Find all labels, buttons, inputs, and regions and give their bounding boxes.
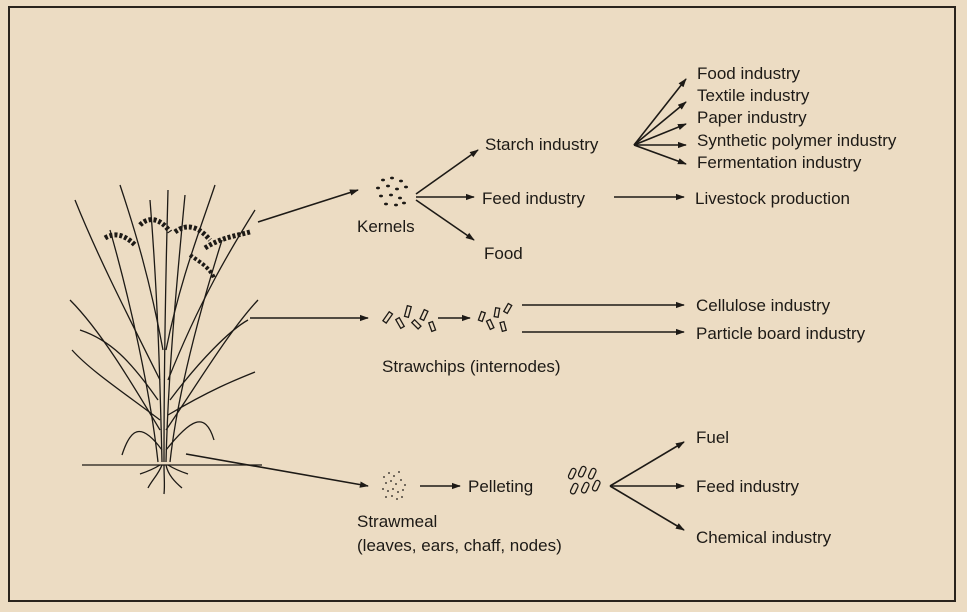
textile-industry-label: Textile industry bbox=[697, 86, 810, 105]
arrow-pellets-to-fuel bbox=[610, 442, 684, 486]
rice-plant-icon bbox=[70, 185, 262, 494]
strawchips-icon bbox=[383, 306, 436, 332]
strawmeal-label: Strawmeal bbox=[357, 512, 437, 531]
arrow-plant-to-kernels bbox=[258, 190, 358, 222]
paper-industry-label: Paper industry bbox=[697, 108, 807, 127]
arrow-pellets-to-chemical bbox=[610, 486, 684, 530]
fermentation-industry-label: Fermentation industry bbox=[697, 153, 862, 172]
food-industry-label: Food industry bbox=[697, 64, 800, 83]
arrow-starch-to-textile bbox=[634, 102, 686, 145]
strawmeal-icon bbox=[382, 471, 406, 500]
chemical-industry-label: Chemical industry bbox=[696, 528, 832, 547]
starch-industry-label: Starch industry bbox=[485, 135, 599, 154]
feed-industry-label: Feed industry bbox=[482, 189, 585, 208]
arrow-plant-to-strawmeal bbox=[186, 454, 368, 486]
arrow-kernels-to-starch bbox=[416, 150, 478, 194]
cellulose-industry-label: Cellulose industry bbox=[696, 296, 831, 315]
kernels-label: Kernels bbox=[357, 217, 415, 236]
pellets-icon bbox=[568, 466, 601, 495]
fuel-label: Fuel bbox=[696, 428, 729, 447]
particle-board-industry-label: Particle board industry bbox=[696, 324, 866, 343]
food-label: Food bbox=[484, 244, 523, 263]
arrow-starch-to-fermentation bbox=[634, 145, 686, 164]
kernels-icon bbox=[376, 177, 408, 207]
arrow-kernels-to-food bbox=[416, 200, 474, 240]
strawchips-chopped-icon bbox=[478, 304, 511, 332]
strawmeal-parts-label: (leaves, ears, chaff, nodes) bbox=[357, 536, 562, 555]
pelleting-label: Pelleting bbox=[468, 477, 533, 496]
livestock-production-label: Livestock production bbox=[695, 189, 850, 208]
strawchips-label: Strawchips (internodes) bbox=[382, 357, 561, 376]
strawmeal-feed-industry-label: Feed industry bbox=[696, 477, 799, 496]
synthetic-polymer-industry-label: Synthetic polymer industry bbox=[697, 131, 897, 150]
